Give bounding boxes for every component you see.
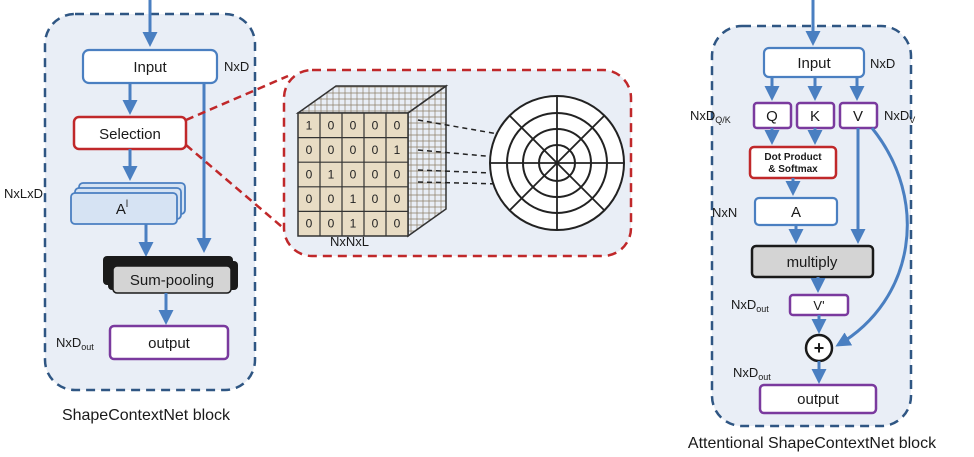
q-label: Q (766, 108, 778, 125)
middle-zoom: 1 0 0 0 0 0 0 0 0 1 0 1 0 0 0 0 0 1 0 0 0 0 1 0 0 NxNxL (185, 68, 633, 258)
grid-cell-value: 0 (372, 118, 379, 132)
v-dim: NxDV (884, 108, 915, 125)
grid-cell-value: 0 (306, 192, 313, 206)
polar-spoke (556, 114, 606, 164)
left-output-dim: NxDout (56, 335, 94, 352)
multiply-label: multiply (787, 254, 838, 271)
grid-cell-value: 1 (328, 168, 335, 182)
left-output-label: output (148, 335, 191, 352)
a-dim: NxLxD (4, 186, 43, 201)
grid-cell-value: 0 (328, 143, 335, 157)
zoom-line-top (185, 74, 289, 122)
grid-cell-value: 1 (350, 217, 357, 231)
mapping-arrow-1 (417, 119, 546, 146)
polar-spoke (508, 162, 558, 212)
grid-cell-value: 0 (372, 192, 379, 206)
grid-cell-value: 0 (372, 168, 379, 182)
v-prime-label: V' (813, 298, 824, 313)
plus-label: + (814, 338, 825, 358)
polar-spoke (508, 114, 558, 164)
grid-cell-value: 1 (306, 118, 313, 132)
right-a-label: A (791, 204, 801, 221)
right-input-label: Input (797, 55, 831, 72)
right-a-dim: NxN (712, 205, 737, 220)
dot-product-line2: & Softmax (768, 164, 818, 175)
right-caption: Attentional ShapeContextNet block (688, 435, 937, 452)
right-output-dim: NxDout (733, 365, 771, 382)
grid-cell-value: 0 (350, 118, 357, 132)
sum-pooling-label: Sum-pooling (130, 272, 214, 289)
tensor-cube: 1 0 0 0 0 0 0 0 0 1 0 1 0 0 0 0 0 1 0 0 0 0 1 0 0 (295, 84, 449, 238)
grid-cell-value: 0 (306, 143, 313, 157)
left-output-box (108, 324, 230, 361)
polar-spoke (556, 162, 606, 212)
tensor-label: NxNxL (330, 234, 369, 249)
left-input-box (81, 48, 219, 85)
v-label: V (853, 108, 863, 125)
polar-histogram (489, 95, 625, 231)
a-stack-front (70, 192, 178, 225)
k-label: K (810, 108, 820, 125)
grid-cell-value: 0 (306, 217, 313, 231)
sum-pooling-box (112, 265, 232, 294)
polar-spokes (490, 96, 624, 230)
grid-cell-value: 0 (350, 168, 357, 182)
v-prime-dim: NxDout (731, 297, 769, 314)
cube-front-face (297, 112, 409, 237)
left-input-label: Input (133, 59, 167, 76)
grid-cell-value: 1 (350, 192, 357, 206)
left-block: Input NxD Selection Al NxLxD Sum-pooling… (4, 0, 257, 424)
grid-cell-value: 0 (350, 143, 357, 157)
grid-cell-value: 0 (394, 217, 401, 231)
right-output-label: output (797, 391, 840, 408)
grid-cell-value: 1 (394, 143, 401, 157)
zoom-line-bottom (185, 144, 289, 233)
grid-lines (298, 113, 408, 236)
left-caption: ShapeContextNet block (62, 407, 231, 424)
grid-cell-value: 0 (372, 217, 379, 231)
left-input-dim: NxD (224, 59, 249, 74)
grid-cell-value: 0 (394, 168, 401, 182)
dot-product-line1: Dot Product (764, 152, 822, 163)
grid-values: 1 0 0 0 0 0 0 0 0 1 0 1 0 0 0 0 0 1 0 0 0 0 1 0 0 (306, 118, 401, 230)
grid-cell-value: 0 (394, 118, 401, 132)
qk-dim: NxDQ/K (690, 108, 731, 125)
right-block: Input NxD Q K V NxDQ/K NxDV Dot Product … (688, 0, 937, 452)
grid-cell-value: 0 (328, 192, 335, 206)
multiply-box (750, 244, 875, 279)
grid-cell-value: 0 (328, 217, 335, 231)
grid-cell-value: 0 (372, 143, 379, 157)
selection-label: Selection (99, 126, 161, 143)
grid-cell-value: 0 (328, 118, 335, 132)
cube-side-face (407, 84, 447, 238)
grid-cell-value: 0 (306, 168, 313, 182)
right-input-dim: NxD (870, 56, 895, 71)
grid-cell-value: 0 (394, 192, 401, 206)
residual-curve (835, 127, 909, 347)
right-output-box (758, 383, 878, 415)
a-label: Al (116, 199, 128, 218)
